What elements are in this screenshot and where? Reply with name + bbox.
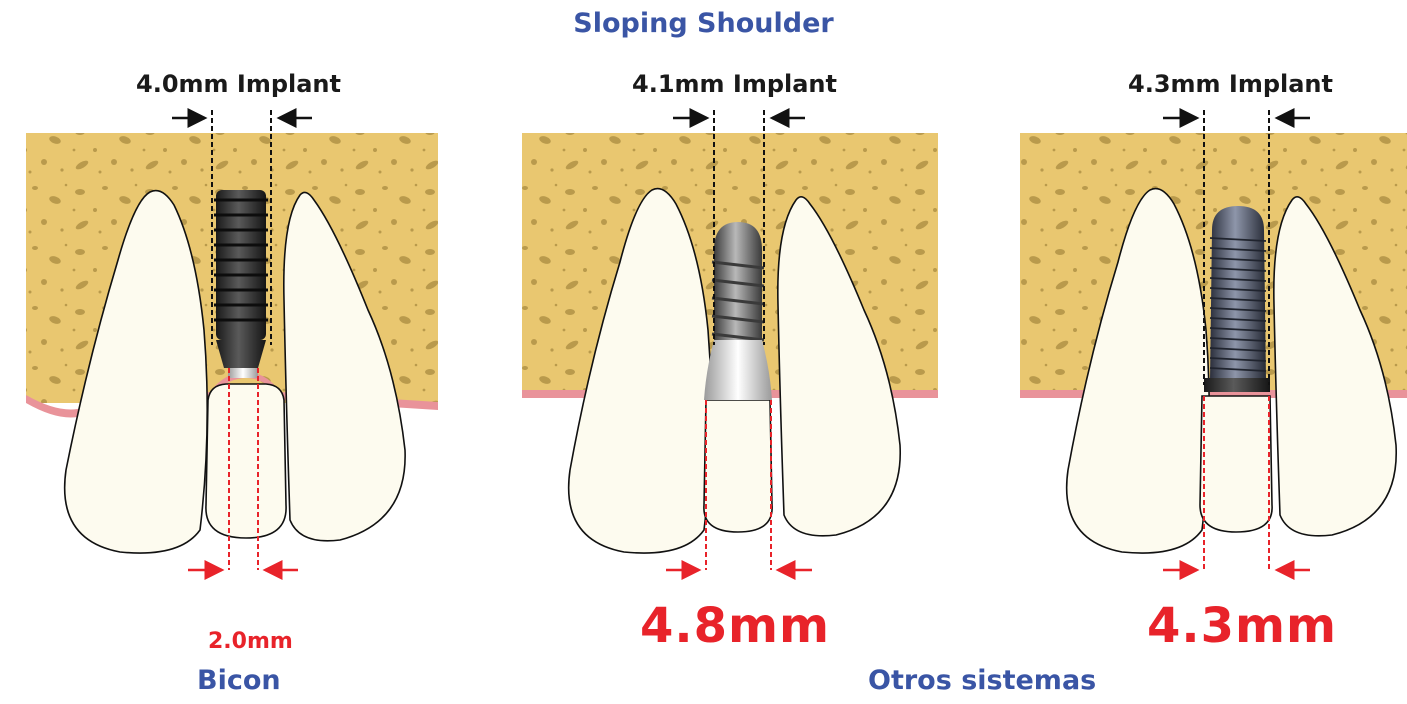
crown-center: [704, 400, 772, 532]
shoulder-width-other-2: 4.3mm: [1147, 598, 1337, 654]
panel-other-2: [1020, 110, 1407, 570]
implant-label-bicon: 4.0mm Implant: [136, 70, 341, 98]
crown-center: [206, 384, 286, 538]
shoulder-width-other-1: 4.8mm: [640, 598, 830, 654]
diagram-title: Sloping Shoulder: [0, 8, 1407, 39]
implant-other-2: [1204, 206, 1270, 392]
implant-label-other-1: 4.1mm Implant: [632, 70, 837, 98]
implant-label-other-2: 4.3mm Implant: [1128, 70, 1333, 98]
group-label-bicon: Bicon: [197, 665, 281, 696]
shoulder-width-bicon: 2.0mm: [208, 629, 293, 654]
panel-other-1: [522, 110, 938, 570]
implant-bicon: [214, 190, 268, 378]
crown-center: [1200, 396, 1272, 532]
panel-bicon: [26, 110, 438, 570]
group-label-other: Otros sistemas: [868, 665, 1096, 696]
